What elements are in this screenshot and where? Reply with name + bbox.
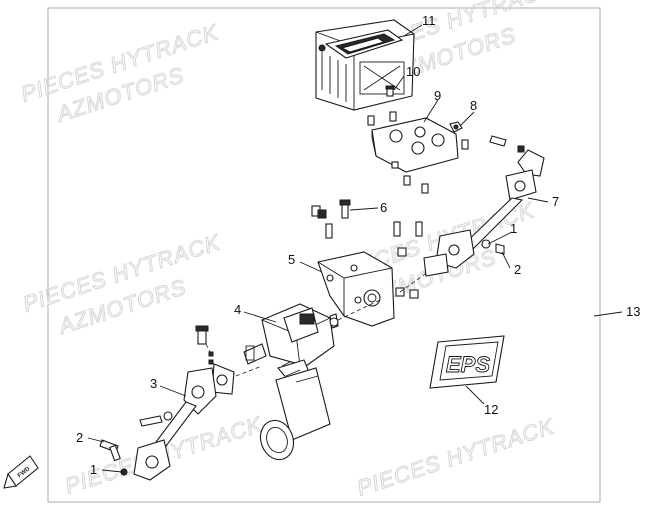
lower-clip-and-bolt: [99, 439, 128, 476]
callout-13: 13: [626, 304, 640, 319]
plate-screws: [367, 111, 469, 194]
callout-8: 8: [470, 98, 477, 113]
callout-1-lower: 1: [90, 462, 97, 477]
callout-2-upper: 2: [514, 262, 521, 277]
bracket-plate-9: [371, 117, 459, 173]
mount-bracket-5: [317, 251, 395, 327]
callout-5: 5: [288, 252, 295, 267]
assembly-lines: [205, 271, 429, 377]
callout-9: 9: [434, 88, 441, 103]
bolts-6: [311, 199, 423, 299]
callout-11: 11: [422, 13, 436, 28]
callout-4: 4: [234, 302, 241, 317]
eps-motor-4: [243, 303, 339, 461]
upper-clip-and-bolt: [481, 239, 505, 255]
callout-7: 7: [552, 194, 559, 209]
screw-10: [385, 85, 395, 97]
upper-shaft-7: [423, 135, 545, 277]
eps-decal-12: EPS: [429, 335, 505, 389]
fwd-direction-badge: FWD: [3, 455, 39, 489]
callout-12: 12: [484, 402, 498, 417]
diagram-frame: [47, 7, 601, 503]
callout-1-upper: 1: [510, 221, 517, 236]
callout-2-lower: 2: [76, 430, 83, 445]
ecu-module: [315, 19, 415, 111]
watermark-bottom-right-line1: PIECES HYTRACK: [354, 413, 558, 501]
lower-shaft-3: [133, 325, 235, 481]
callout-3: 3: [150, 376, 157, 391]
eps-decal-text: EPS: [446, 352, 490, 377]
callout-6: 6: [380, 200, 387, 215]
leader-lines: [87, 24, 623, 473]
callout-10: 10: [406, 64, 420, 79]
nut-8: [449, 121, 463, 133]
callout-labels: 11 10 9 8 7 1 2 6 5 4 3 2 1 12 13: [76, 13, 640, 477]
